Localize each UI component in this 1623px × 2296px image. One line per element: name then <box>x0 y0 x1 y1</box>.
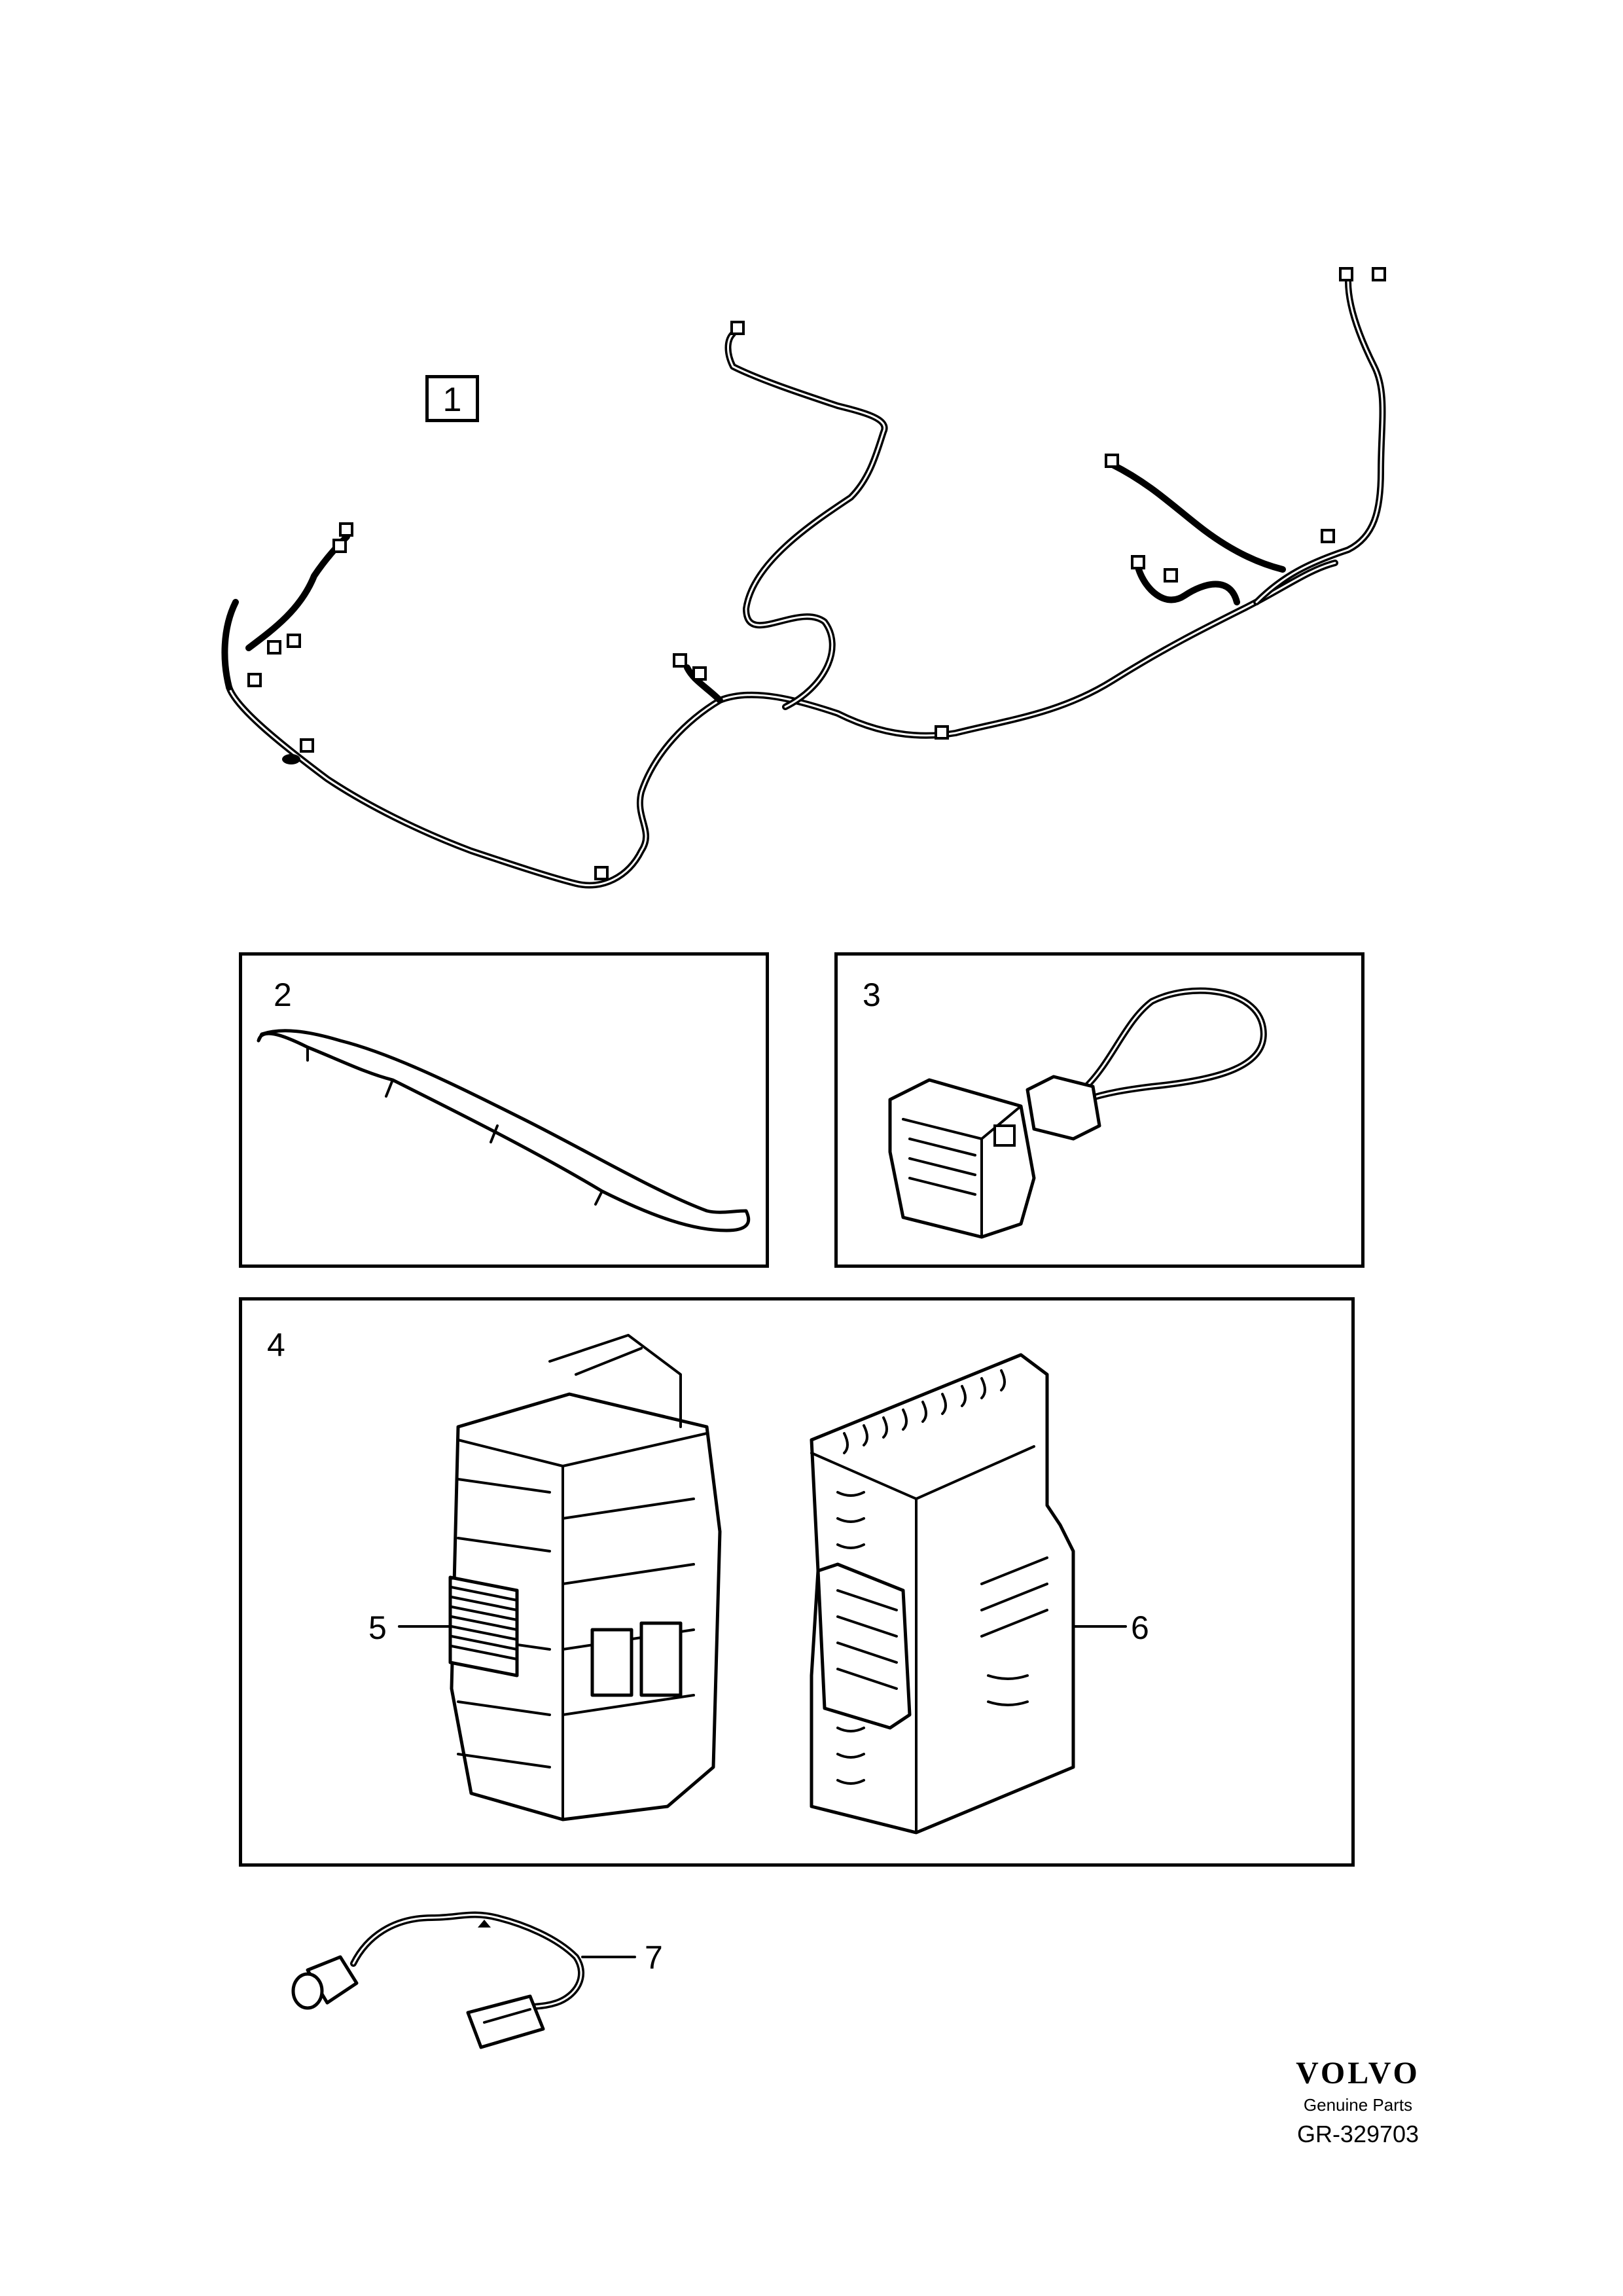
callout-3: 3 <box>863 977 881 1013</box>
callout-6: 6 <box>1131 1609 1149 1646</box>
panel-item-2 <box>239 952 769 1268</box>
callout-5: 5 <box>368 1609 387 1646</box>
panel-item-3 <box>834 952 1364 1268</box>
volvo-logo: VOLVO <box>1296 2056 1420 2090</box>
panel-item-4 <box>239 1297 1355 1867</box>
brand-block: VOLVO Genuine Parts <box>1279 2055 1436 2115</box>
genuine-parts-tagline: Genuine Parts <box>1303 2095 1413 2115</box>
callout-4: 4 <box>267 1327 285 1363</box>
callout-7: 7 <box>645 1939 663 1976</box>
drawing-reference: GR-329703 <box>1296 2121 1419 2147</box>
wiring-harness-drawing <box>221 267 1386 889</box>
callout-2: 2 <box>274 977 292 1013</box>
callout-1: 1 <box>425 375 479 422</box>
